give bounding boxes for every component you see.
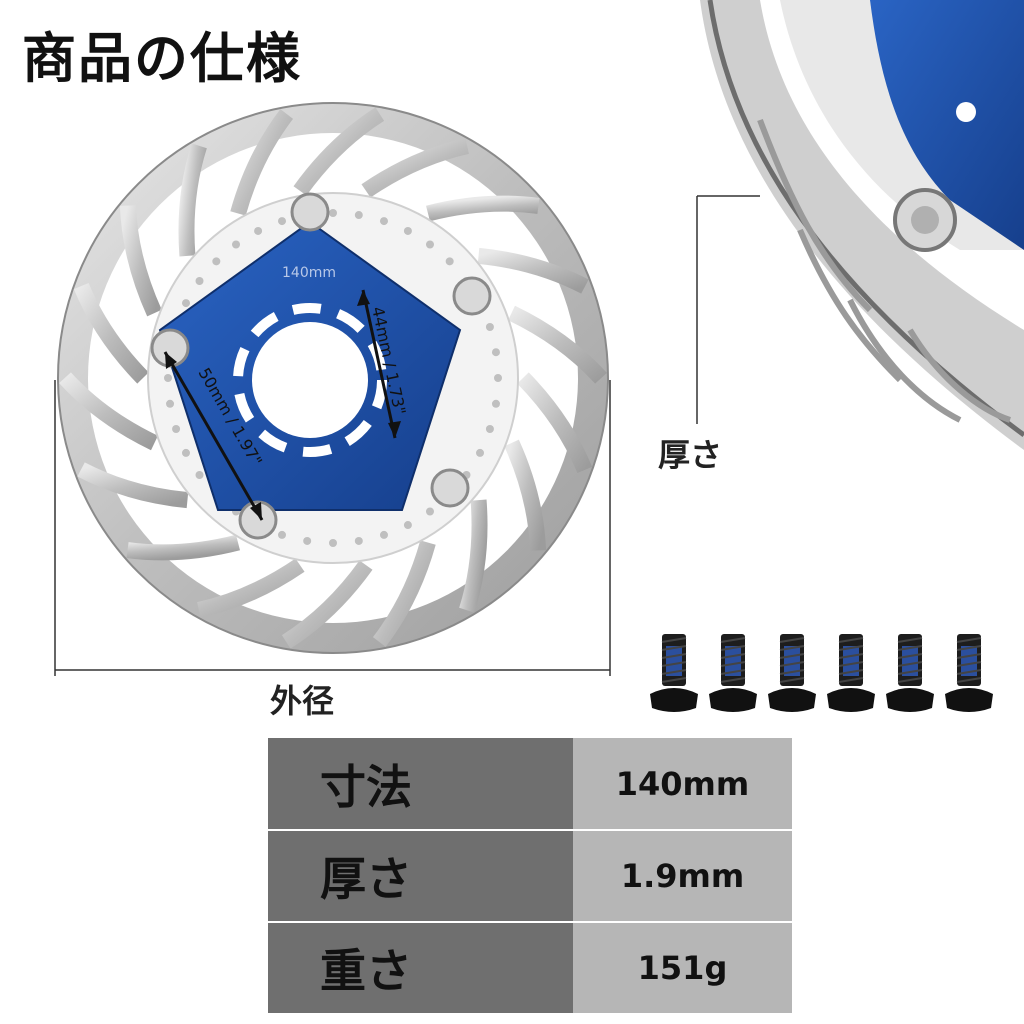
thickness-label: 厚さ xyxy=(658,436,723,474)
rotor-hub xyxy=(150,192,492,540)
spec-value: 1.9mm xyxy=(573,830,792,923)
spec-row-size: 寸法 140mm xyxy=(268,738,792,831)
disc-hole xyxy=(476,448,485,457)
disc-spoke xyxy=(293,107,385,196)
disc-hole xyxy=(278,217,287,226)
spec-row-weight: 重さ 151g xyxy=(268,922,792,1015)
disc-hole xyxy=(329,209,337,217)
disc-spoke xyxy=(281,560,373,649)
disc-spoke xyxy=(508,305,607,384)
disc-hole xyxy=(494,374,502,382)
disc-hole xyxy=(164,374,172,382)
disc-hole xyxy=(491,348,500,357)
disc-spoke xyxy=(73,283,149,384)
disc-spoke xyxy=(504,439,547,551)
spec-value: 140mm xyxy=(573,738,792,831)
spec-key: 厚さ xyxy=(268,830,573,923)
disc-hole xyxy=(181,448,190,457)
disc-hole xyxy=(491,399,500,408)
disc-hole xyxy=(425,507,434,516)
disc-hole xyxy=(329,539,337,547)
disc-hole xyxy=(172,424,181,433)
spec-key: 重さ xyxy=(268,922,573,1015)
rotor-bolt-icon xyxy=(823,632,879,722)
disc-spoke xyxy=(178,143,207,257)
disc-spoke xyxy=(197,558,305,618)
disc-spoke xyxy=(230,109,294,216)
page-title: 商品の仕様 xyxy=(22,27,302,90)
rotor-bolt-icon xyxy=(764,632,820,722)
disc-hole xyxy=(485,323,494,332)
disc-spoke xyxy=(126,534,240,561)
disc-spoke xyxy=(426,195,540,222)
disc-spoke xyxy=(119,205,162,317)
disc-hole xyxy=(379,217,388,226)
disc-hole xyxy=(303,536,312,545)
disc-hole xyxy=(254,226,263,235)
disc-hole xyxy=(403,226,412,235)
disc-hole xyxy=(181,299,190,308)
spec-value: 151g xyxy=(573,922,792,1015)
disc-spoke xyxy=(477,247,589,294)
spec-key: 寸法 xyxy=(268,738,573,831)
disc-hole xyxy=(195,470,204,479)
disc-spoke xyxy=(361,138,469,198)
disc-hole xyxy=(212,257,221,266)
rotor-bolt-icon xyxy=(882,632,938,722)
disc-hole xyxy=(278,530,287,539)
disc-hole xyxy=(354,211,363,220)
disc-hole xyxy=(403,521,412,530)
disc-hole xyxy=(166,399,175,408)
disc-spoke xyxy=(59,372,158,451)
disc-hole xyxy=(445,257,454,266)
outer-diameter-label: 外径 xyxy=(270,682,335,720)
disc-spoke xyxy=(459,499,488,613)
size-engraving: 140mm xyxy=(282,265,336,281)
spec-row-thickness: 厚さ 1.9mm xyxy=(268,830,792,923)
disc-spoke xyxy=(372,540,436,647)
disc-spoke xyxy=(77,462,189,509)
disc-hole xyxy=(195,277,204,286)
disc-hole xyxy=(232,240,241,249)
rotor-bolt-icon xyxy=(941,632,997,722)
disc-hole xyxy=(379,530,388,539)
rotor-closeup xyxy=(700,0,1024,450)
rotor-bolt-icon xyxy=(705,632,761,722)
disc-hole xyxy=(354,536,363,545)
rotor-bolt-icon xyxy=(646,632,702,722)
disc-hole xyxy=(485,424,494,433)
spec-table: 寸法 140mm 厚さ 1.9mm 重さ 151g xyxy=(268,738,792,1015)
disc-spoke xyxy=(517,372,593,473)
disc-hole xyxy=(425,240,434,249)
